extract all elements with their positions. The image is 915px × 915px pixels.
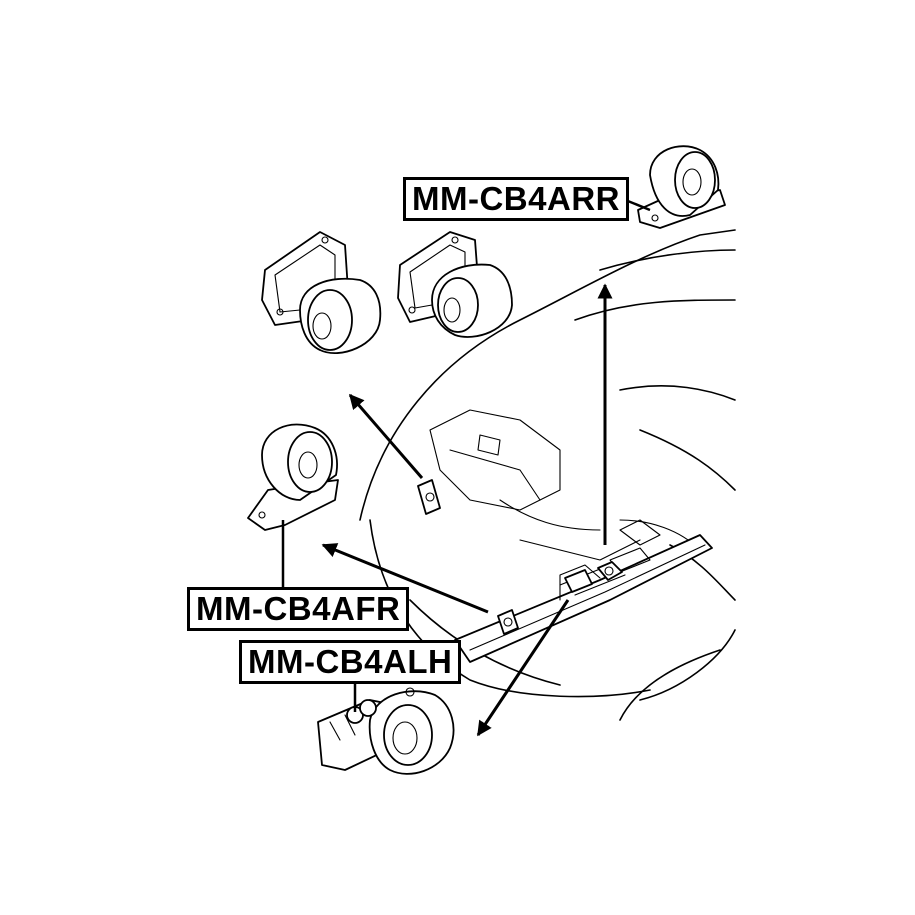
arrow-to-front-mount <box>321 543 489 614</box>
part-number-label-front: MM-CB4AFR <box>187 587 410 631</box>
part-number-label-left: MM-CB4ALH <box>239 640 462 684</box>
mount-position-left <box>564 569 593 593</box>
part-number-label-rear: MM-CB4ARR <box>403 177 629 221</box>
arrow-to-upper-mounts <box>348 393 424 479</box>
mount-position-rear <box>597 561 623 581</box>
mount-position-front <box>497 609 519 635</box>
front-mount-part <box>247 423 339 531</box>
left-mount-part <box>317 687 455 775</box>
upper-mount-part-left <box>261 231 382 355</box>
subframe-crossmember <box>454 519 713 663</box>
rear-mount-part <box>637 145 726 229</box>
upper-mount-part-right <box>397 231 513 338</box>
arrow-to-left-mount <box>476 599 570 737</box>
vehicle-body-outline <box>359 229 736 721</box>
mount-position-upper <box>417 479 441 515</box>
